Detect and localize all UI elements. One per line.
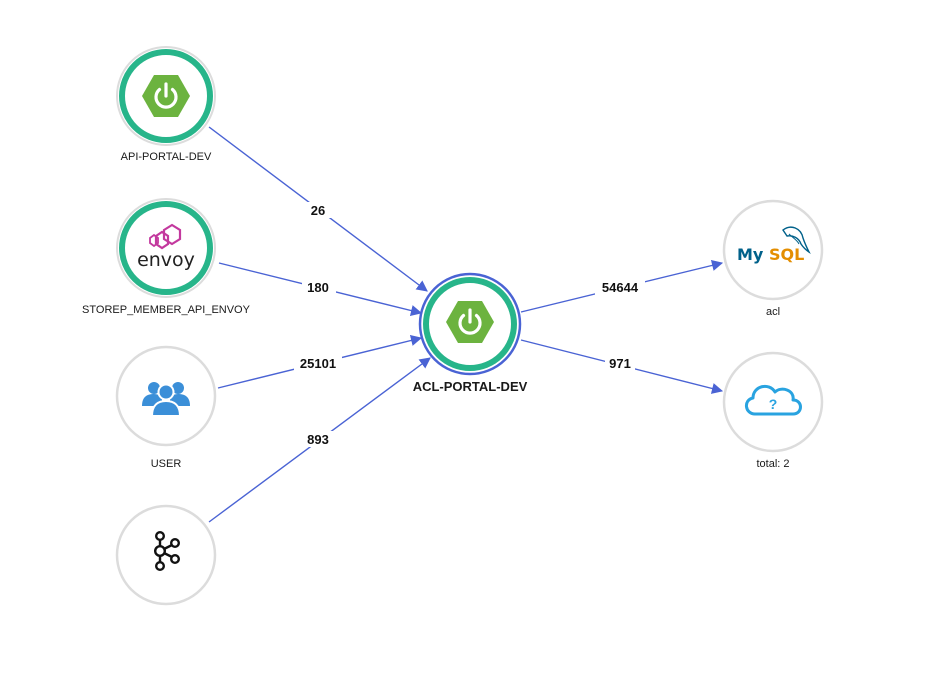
node-ring-outer — [722, 351, 824, 453]
question-mark-glyph: ? — [769, 396, 778, 412]
spring-power-icon — [446, 301, 494, 343]
edge-label-893: 893 — [307, 432, 329, 447]
node-ring-active — [119, 201, 213, 295]
node-label: STOREP_MEMBER_API_ENVOY — [82, 304, 251, 316]
edge-label-bg — [303, 431, 333, 447]
edge-label-25101: 25101 — [300, 356, 336, 371]
node-ring-outer — [722, 199, 824, 301]
node-storep-member-api-envoy[interactable]: envoy STOREP_MEMBER_API_ENVOY — [82, 198, 251, 316]
node-label: acl — [766, 306, 780, 318]
edge-label-54644: 54644 — [602, 280, 639, 295]
edge-label-bg — [304, 202, 332, 218]
edge-label-180: 180 — [307, 280, 329, 295]
node-label: total: 2 — [756, 458, 789, 470]
spring-power-icon — [142, 75, 190, 117]
node-acl-portal-dev[interactable]: ACL-PORTAL-DEV — [413, 272, 528, 394]
envoy-logo-icon: envoy — [137, 223, 195, 271]
mysql-logo-text-sql: SQL — [769, 245, 804, 264]
node-api-portal-dev[interactable]: API-PORTAL-DEV — [116, 46, 216, 163]
node-unknown-target[interactable]: ? total: 2 — [722, 351, 824, 470]
node-kafka[interactable] — [115, 504, 217, 606]
node-label: USER — [151, 458, 182, 470]
envoy-logo-text: envoy — [137, 249, 195, 271]
edge-label-bg — [595, 279, 645, 295]
edge-label-bg — [605, 355, 635, 371]
node-label: ACL-PORTAL-DEV — [413, 379, 528, 394]
mysql-logo-text-my: My — [737, 245, 764, 264]
edge-label-971: 971 — [609, 356, 631, 371]
kafka-icon — [153, 531, 180, 571]
cloud-question-icon: ? — [745, 384, 802, 416]
node-label: API-PORTAL-DEV — [121, 151, 212, 163]
edge-label-26: 26 — [311, 203, 325, 218]
user-group-icon — [142, 382, 190, 417]
edge-labels: 26 180 25101 893 54644 971 — [294, 202, 645, 447]
node-acl[interactable]: My SQL acl — [722, 199, 824, 318]
mysql-logo-icon: My SQL — [737, 226, 811, 264]
node-user[interactable]: USER — [115, 345, 217, 470]
edge-label-bg — [294, 355, 342, 371]
edge-label-bg — [302, 279, 336, 295]
